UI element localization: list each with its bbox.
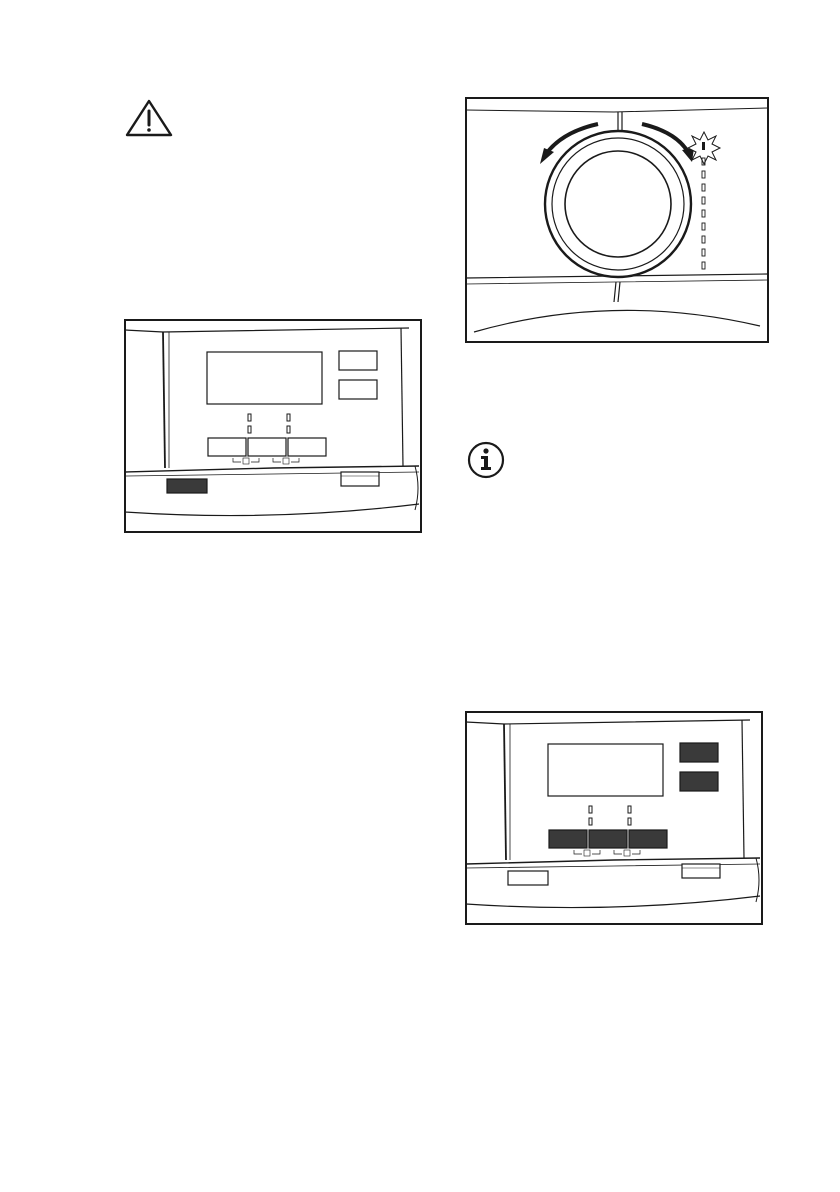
info-circle-icon [466, 440, 506, 480]
start-pause-button-highlighted [167, 479, 207, 493]
program-button-1 [339, 351, 377, 370]
control-panel-figure-bottom [464, 710, 764, 926]
warning-triangle-icon [124, 98, 174, 138]
program-dial-figure [464, 96, 770, 344]
program-button-2 [339, 380, 377, 399]
control-panel-figure-top [123, 318, 423, 534]
